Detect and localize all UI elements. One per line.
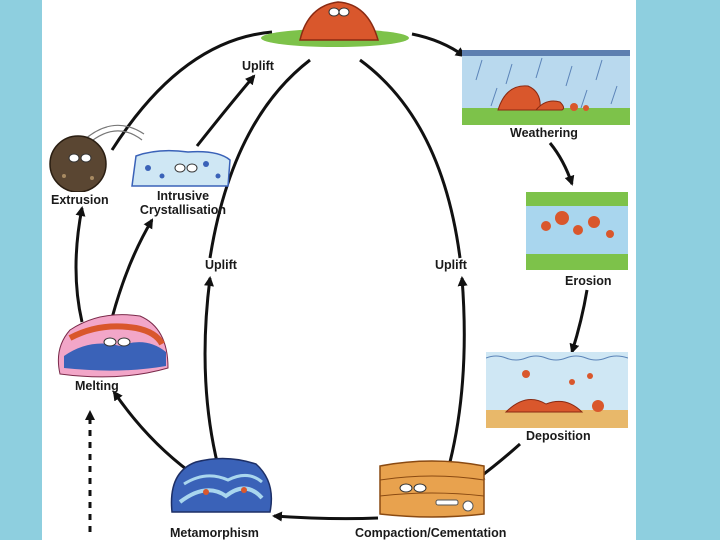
label-deposition: Deposition [526,429,591,443]
arrow-melting-to-intrusive [110,218,154,319]
arrow-compaction-uplift [448,276,468,463]
metamorphic-rock-icon [170,457,273,513]
erosion-river-icon [526,192,628,270]
label-intrusive-line1: Intrusive [156,189,210,203]
arrow-metamorphism-uplift [203,276,220,467]
arrow-melting-to-extrusion [74,206,86,323]
arrow-erosion-to-deposition [569,289,589,354]
intrusive-crystal-icon [131,149,231,187]
compaction-layers-icon [379,460,485,518]
label-intrusive-crystallisation: Intrusive Crystallisation [128,189,238,217]
rock-cycle-diagram: Weathering Erosion Deposition Compaction… [42,0,636,540]
label-compaction-cementation: Compaction/Cementation [355,526,507,540]
label-uplift-top: Uplift [242,59,274,73]
arrow-mountain-to-weathering [411,32,466,58]
mountain-rock-icon [261,1,409,47]
line-uplift-left-to-mountain [208,58,311,259]
cycle-arrows [74,30,589,532]
deposition-water-icon [486,352,628,428]
melting-rock-icon [57,314,169,378]
label-melting: Melting [75,379,119,393]
line-uplift-right-to-mountain [359,58,462,259]
extrusion-rock-icon [49,124,145,192]
arc-extrusion-to-mountain [110,30,273,151]
arrow-weathering-to-erosion [548,142,575,186]
weathering-rain-icon [462,50,630,125]
arrow-metamorphism-to-melting [112,390,191,474]
label-uplift-left: Uplift [205,258,237,272]
label-intrusive-line2: Crystallisation [139,203,227,217]
label-weathering: Weathering [510,126,578,140]
label-extrusion: Extrusion [51,193,109,207]
label-erosion: Erosion [565,274,612,288]
arrow-compaction-to-metamorphism [272,511,379,522]
label-metamorphism: Metamorphism [170,526,259,540]
label-uplift-right: Uplift [435,258,467,272]
arrow-intrusive-to-uplift [195,74,256,147]
